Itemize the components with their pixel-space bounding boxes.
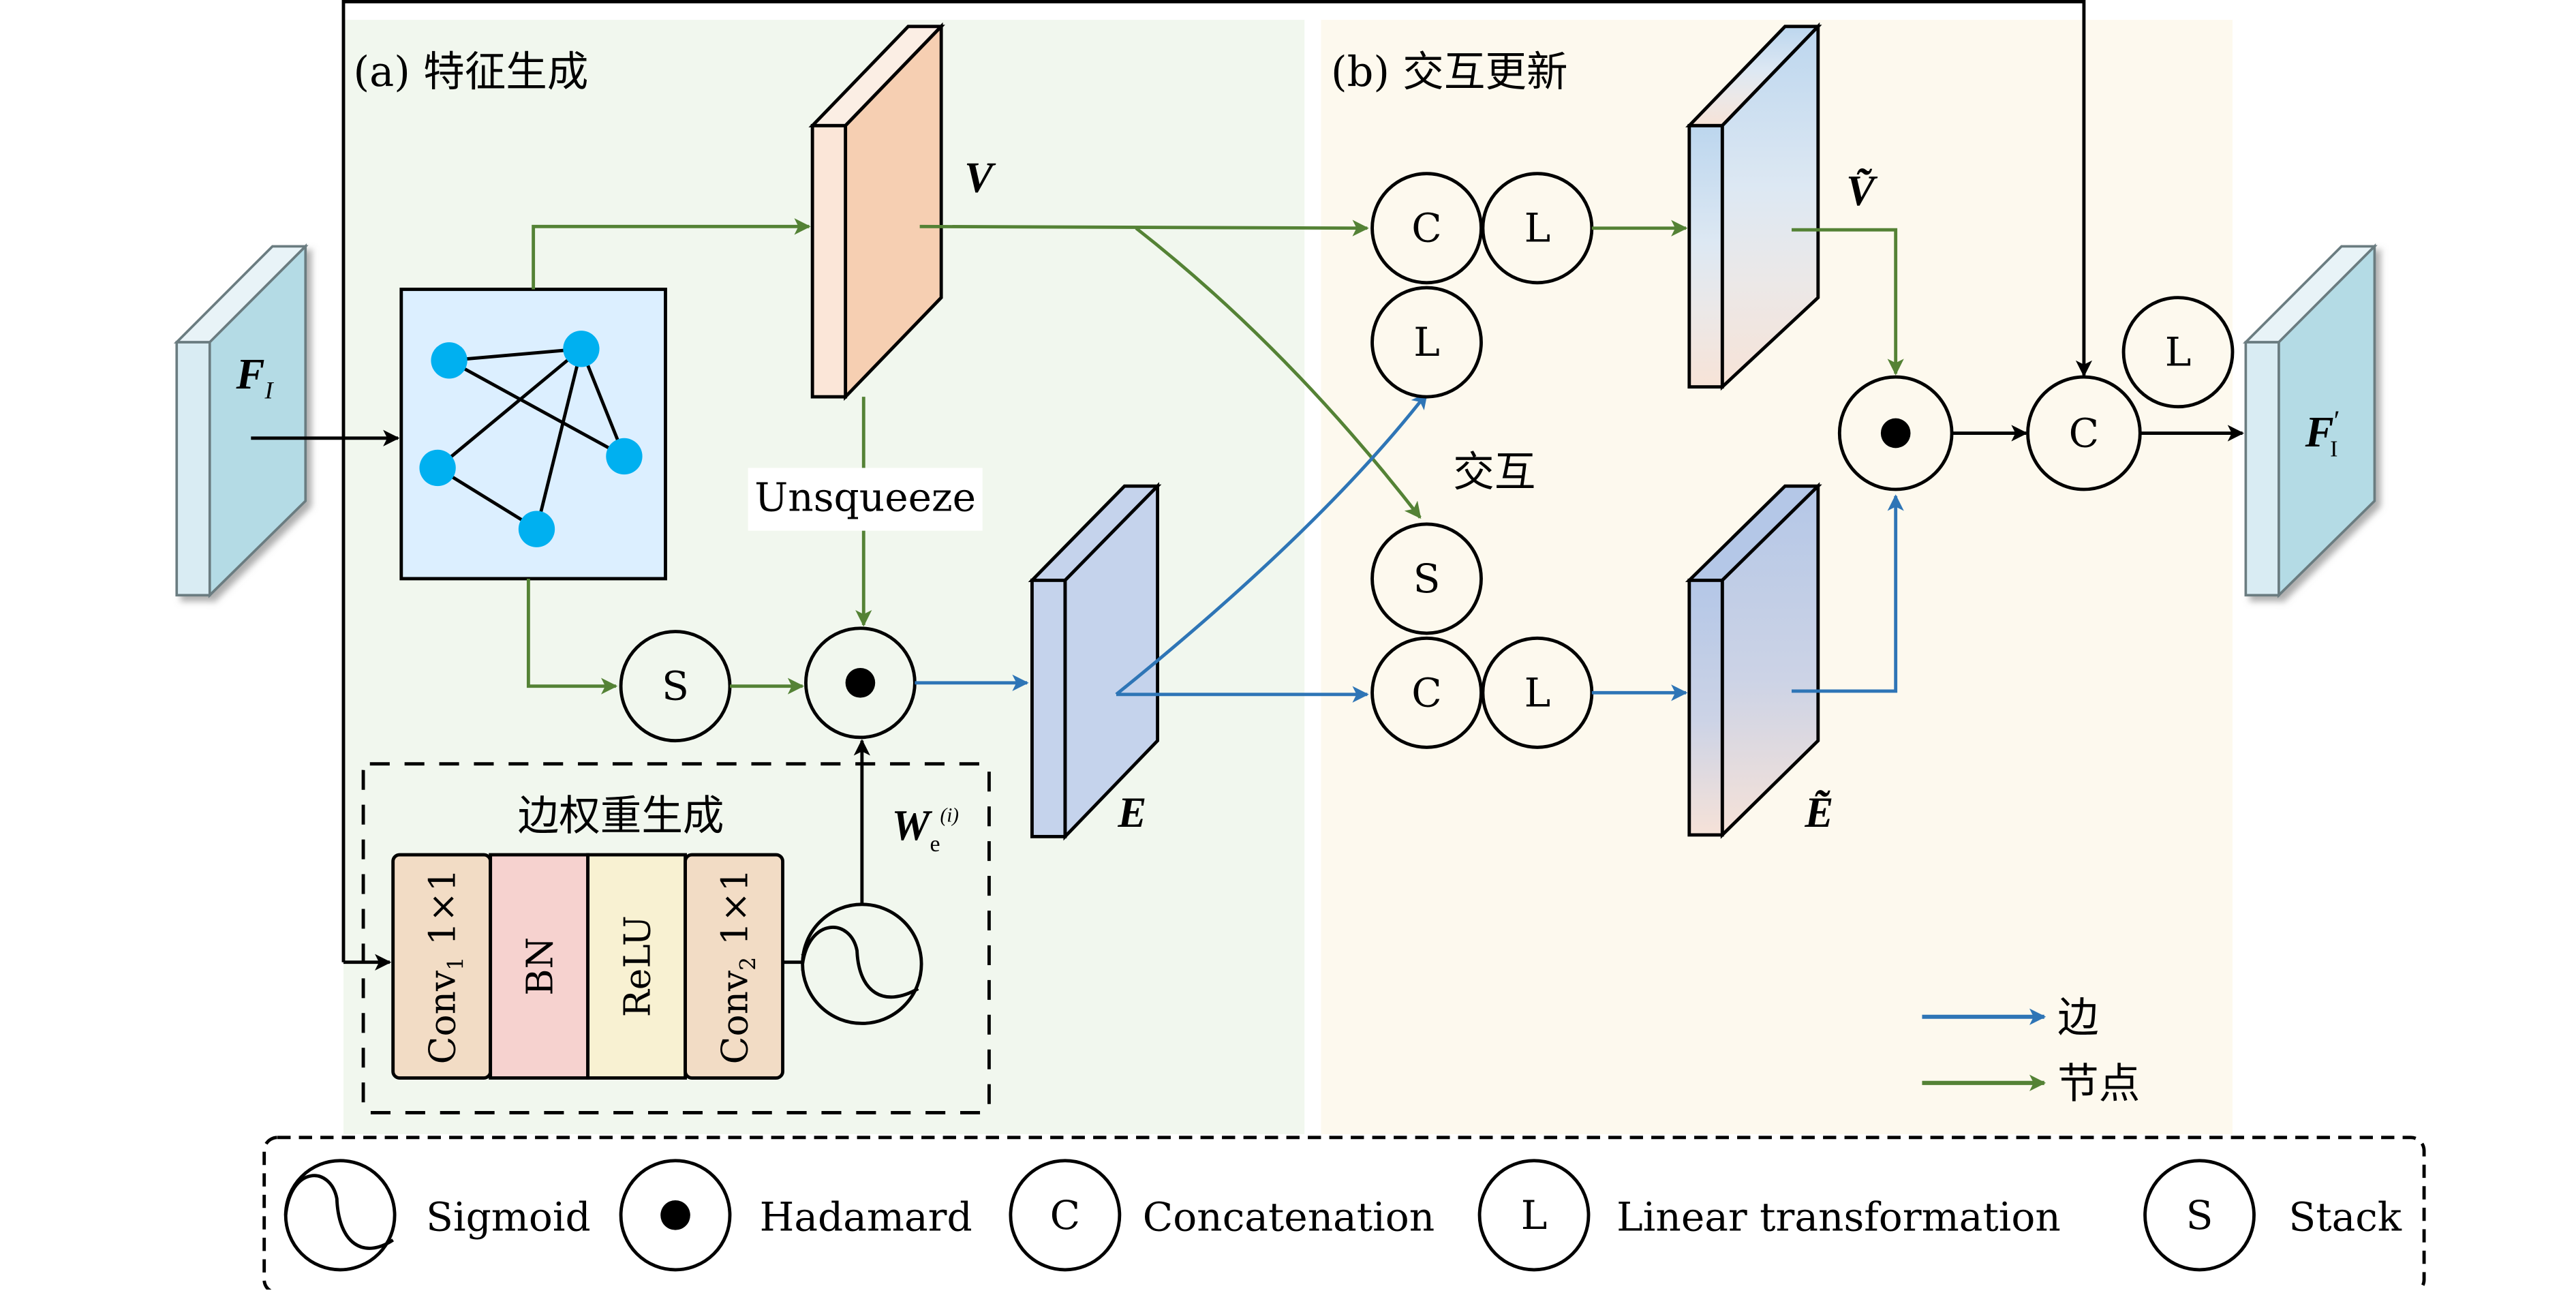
svg-text:S: S [1413, 556, 1441, 602]
graph-to-stack-arrow [526, 578, 618, 695]
node-tensor-v [808, 22, 945, 401]
graph-to-v-arrow [532, 218, 811, 290]
sigmoid-curve-icon [801, 926, 919, 999]
node-tensor-label: V [964, 153, 996, 201]
linear-op-final: L [2121, 296, 2235, 409]
edge-weight-title: 边权重生成 [518, 793, 724, 840]
hadamard-dot-icon [845, 667, 876, 698]
input-tensor-fi [173, 243, 309, 598]
e-to-linear-interaction-arrow [1115, 392, 1428, 696]
stack-op-label: S [662, 663, 689, 710]
graph-node [563, 331, 600, 367]
svg-text:L: L [2165, 329, 2192, 376]
concat-op-final: C [2026, 375, 2142, 491]
v-tilde-to-hadamard-arrow [1792, 228, 1904, 376]
graph-node [606, 438, 643, 475]
panel-b-title: (b) 交互更新 [1331, 48, 1568, 96]
graph-construction-box [399, 288, 667, 581]
svg-text:S: S [2186, 1192, 2213, 1238]
arrow-legend: 边 节点 [1922, 994, 2140, 1108]
hadamard-dot-icon [1880, 418, 1911, 448]
graph-node [518, 511, 555, 547]
layer-block-label: ReLU [616, 915, 659, 1017]
output-tensor [2242, 243, 2378, 598]
interaction-label: 交互 [1453, 448, 1535, 496]
updated-edge-label: Ẽ [1804, 789, 1833, 836]
linear-op-bottom: L [1481, 636, 1594, 749]
concat-op-top: C [1370, 172, 1483, 285]
layer-block-conv2: Conv2 1×1 [684, 853, 784, 1080]
layer-block-bn: BN [489, 853, 590, 1080]
svg-text:L: L [1524, 205, 1551, 252]
hadamard-dot-icon [660, 1200, 690, 1230]
concat-op-bottom: C [1370, 636, 1483, 749]
stack-op-interaction: S [1370, 522, 1483, 635]
svg-text:L: L [1521, 1192, 1548, 1238]
input-tensor-label: FI [236, 350, 275, 404]
updated-node-label: Ṽ [1846, 167, 1878, 215]
e-tilde-to-hadamard-arrow [1792, 494, 1904, 693]
legend-sigmoid: Sigmoid [283, 1159, 591, 1272]
linear-op-top: L [1481, 172, 1594, 285]
updated-edge-tensor [1685, 482, 1822, 839]
svg-text:L: L [1524, 669, 1551, 716]
unsqueeze-label-bg [748, 468, 983, 531]
layer-block-label: BN [519, 937, 562, 996]
node-arrow-legend-label: 节点 [2057, 1061, 2140, 1108]
svg-text:C: C [1050, 1192, 1080, 1238]
graph-node [419, 449, 456, 487]
skip-connection-line [341, 0, 2093, 962]
svg-text:L: L [1413, 319, 1440, 365]
layer-block-label: Conv1 1×1 [421, 868, 469, 1064]
svg-text:Sigmoid: Sigmoid [426, 1193, 591, 1240]
svg-text:C: C [1411, 669, 1441, 716]
legend-concatenation: C Concatenation [1009, 1159, 1435, 1272]
svg-text:C: C [2069, 410, 2099, 457]
sigmoid-op [801, 902, 923, 1025]
linear-op-interaction: L [1370, 286, 1483, 399]
output-tensor-label: F′I [2305, 405, 2340, 462]
legend-linear-transformation: L Linear transformation [1477, 1159, 2061, 1272]
legend-hadamard: Hadamard [619, 1159, 972, 1272]
edge-tensor-e [1028, 482, 1162, 841]
legend-stack: S Stack [2143, 1159, 2402, 1272]
layer-block-label: Conv2 1×1 [713, 868, 761, 1064]
layer-block-conv1: Conv1 1×1 [391, 853, 493, 1080]
edge-tensor-label: E [1117, 789, 1146, 836]
svg-text:Concatenation: Concatenation [1143, 1193, 1435, 1240]
svg-text:C: C [1411, 205, 1441, 252]
panel-a-title: (a) 特征生成 [354, 48, 589, 96]
v-to-stack-interaction-arrow [1135, 226, 1422, 519]
v-to-concat-arrow [919, 219, 1369, 237]
sigmoid-curve-icon [283, 1174, 395, 1250]
layer-block-relu: ReLU [586, 853, 687, 1080]
weight-label: We(i) [891, 802, 959, 857]
graph-node [431, 342, 467, 379]
unsqueeze-label: Unsqueeze [754, 474, 976, 520]
operator-legend-box [262, 1136, 2426, 1293]
svg-text:Stack: Stack [2288, 1193, 2402, 1240]
edge-arrow-legend-label: 边 [2057, 994, 2099, 1042]
svg-text:Hadamard: Hadamard [760, 1193, 972, 1240]
updated-node-tensor [1685, 22, 1822, 391]
svg-text:Linear transformation: Linear transformation [1616, 1193, 2061, 1240]
